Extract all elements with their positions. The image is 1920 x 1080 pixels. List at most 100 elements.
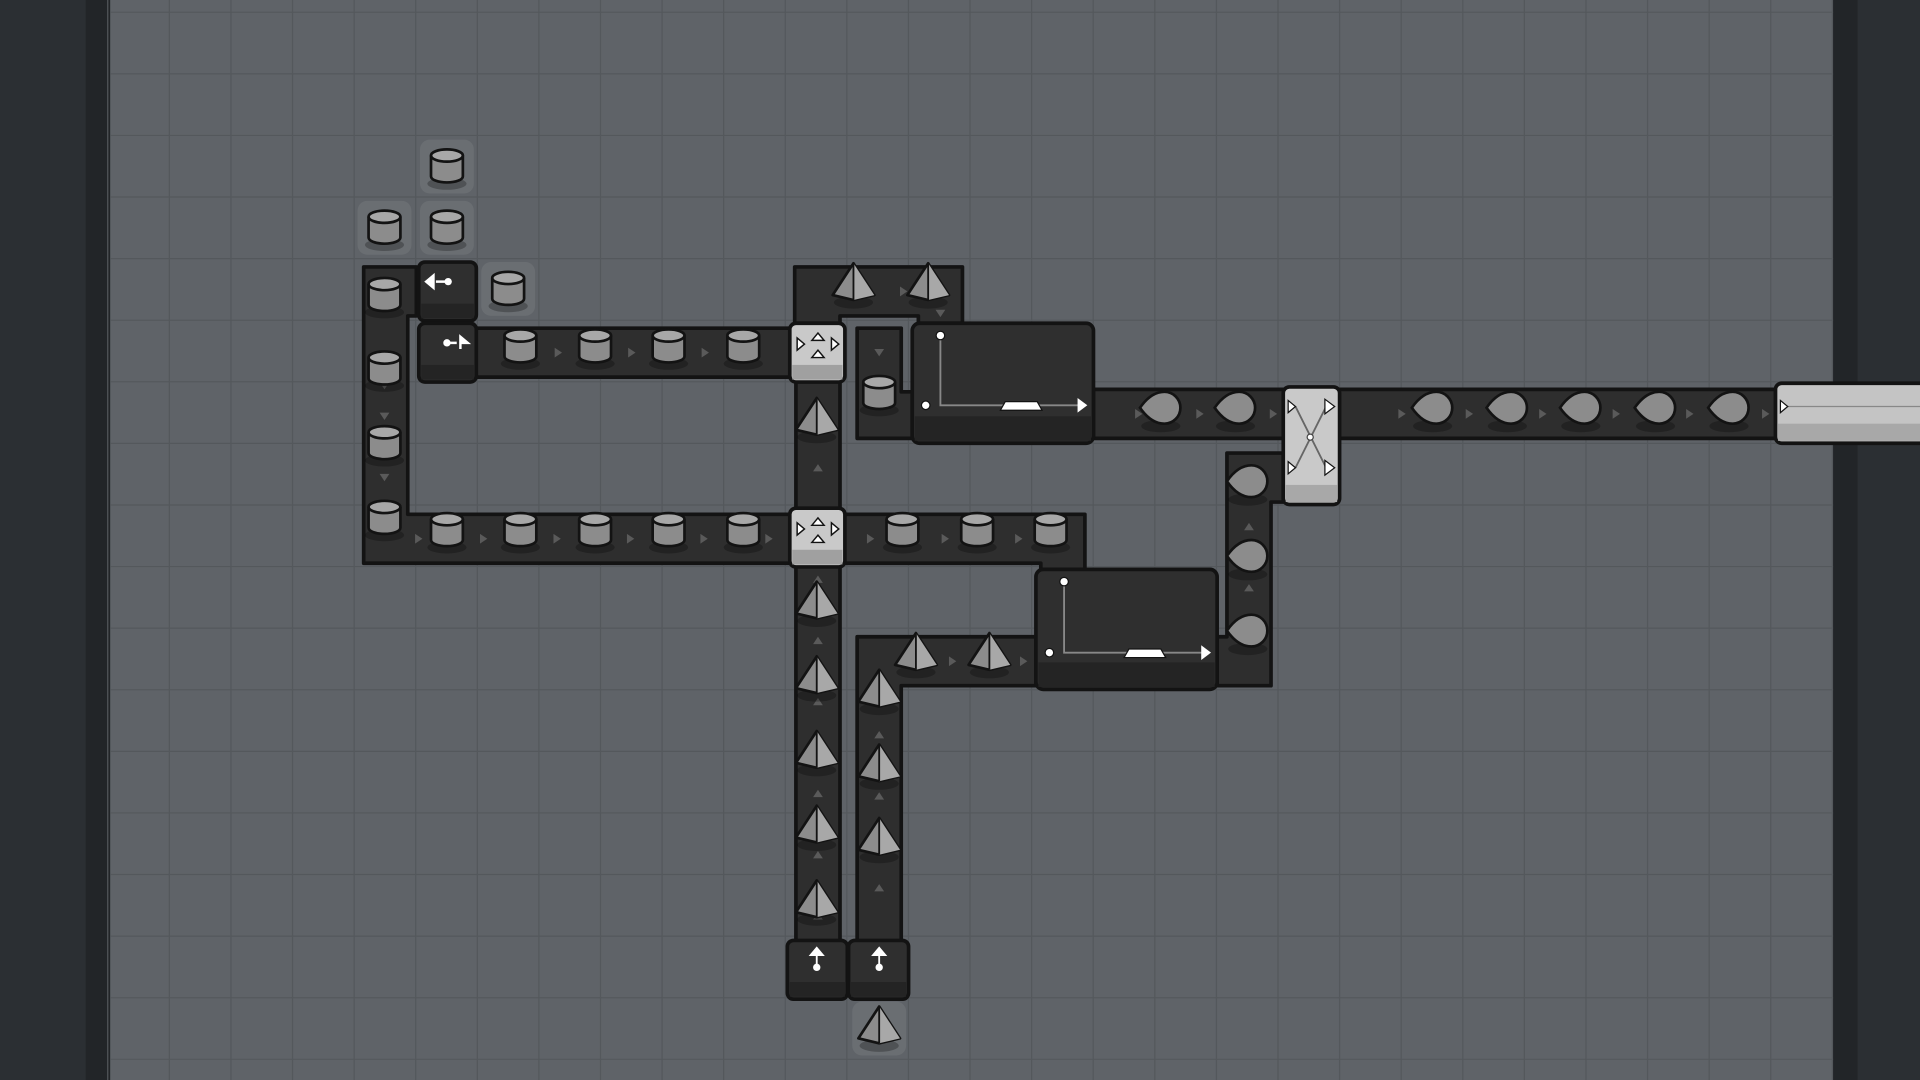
pyramid-item-icon: [893, 631, 939, 679]
belt-arrow-icon: [813, 575, 823, 583]
drop-item-icon: [1633, 390, 1677, 433]
cylinder-item-icon: [723, 328, 763, 370]
belt-arrow-icon: [866, 533, 875, 544]
cylinder-item-icon: [575, 328, 615, 370]
drop-item-icon: [1225, 538, 1269, 581]
cylinder-item-icon: [882, 511, 923, 554]
hub[interactable]: [1773, 381, 1920, 446]
belt-arrow-icon: [874, 731, 885, 739]
belt-arrow-icon: [874, 792, 885, 800]
belt-arrow-icon: [874, 348, 885, 357]
belt-arrow-icon: [948, 656, 957, 667]
rotator-cw[interactable]: [416, 321, 479, 384]
belt-arrow-icon: [900, 286, 908, 297]
cylinder-resource-icon: [427, 209, 467, 252]
belt-arrow-icon: [935, 309, 946, 318]
belt-arrow-icon: [379, 412, 390, 420]
belt-arrow-icon: [626, 533, 635, 544]
belt-arrow-icon: [765, 533, 773, 544]
belt-arrow-icon: [1196, 408, 1204, 419]
belt-arrow-icon: [628, 347, 636, 358]
extractor-1[interactable]: [785, 938, 850, 1002]
splitter-top[interactable]: [787, 321, 847, 384]
belt-arrow-icon: [1269, 408, 1278, 419]
belt-arrow-icon: [700, 533, 708, 544]
cylinder-item-icon: [723, 511, 763, 554]
resource-tiles: [357, 139, 907, 1056]
belt-arrow-icon: [813, 697, 823, 706]
cylinder-item-icon: [500, 511, 540, 554]
belt-arrow-icon: [379, 473, 390, 482]
belt-arrow-icon: [553, 533, 561, 544]
belt-arrow-icon: [1244, 584, 1254, 592]
resource-tile[interactable]: [420, 139, 474, 194]
pyramid-item-icon: [857, 816, 902, 864]
cylinder-item-icon: [648, 328, 689, 370]
drop-item-icon: [1225, 463, 1269, 506]
resource-tile[interactable]: [481, 262, 536, 316]
cylinder-item-icon: [364, 350, 405, 392]
belt-arrow-icon: [701, 347, 709, 358]
extractor-2[interactable]: [846, 938, 911, 1002]
processor-bottom[interactable]: [1034, 567, 1219, 692]
belt-arrow-icon: [1020, 656, 1028, 667]
belt-arrow-icon: [813, 789, 823, 798]
cylinder-item-icon: [364, 499, 405, 542]
cylinder-item-icon: [859, 374, 899, 417]
resource-tile[interactable]: [852, 1001, 907, 1056]
drop-item-icon: [1484, 390, 1529, 433]
rotate-left-icon: [444, 277, 452, 286]
swap-icon: [1287, 397, 1336, 477]
drop-item-icon: [1225, 613, 1269, 656]
splitter-arrows-icon: [796, 516, 840, 544]
resource-tile[interactable]: [420, 200, 474, 255]
rotator-ccw[interactable]: [416, 260, 479, 323]
pyramid-item-icon: [794, 804, 839, 852]
extractor-icon: [875, 963, 883, 972]
pyramid-item-icon: [794, 654, 839, 702]
pyramid-item-icon: [857, 743, 902, 790]
pyramid-item-icon: [906, 261, 951, 309]
processor-top[interactable]: [910, 321, 1096, 446]
pyramid-item-icon: [794, 729, 839, 777]
belt-arrow-icon: [1398, 408, 1406, 419]
cylinder-item-icon: [500, 328, 540, 370]
platform-icon: [1123, 648, 1167, 659]
cylinder-item-icon: [364, 424, 405, 467]
splitter-bottom[interactable]: [787, 506, 847, 569]
cylinder-resource-icon: [427, 148, 467, 190]
belt-arrow-icon: [415, 533, 423, 544]
resource-tile[interactable]: [357, 200, 412, 255]
belt-arrow-icon: [813, 636, 823, 645]
belt-arrow-icon: [554, 347, 563, 358]
drop-item-icon: [1213, 390, 1257, 433]
cylinder-item-icon: [427, 511, 467, 554]
belt-arrow-icon: [813, 464, 823, 472]
pyramid-item-icon: [794, 580, 839, 627]
belt-arrow-icon: [1612, 408, 1620, 419]
drop-item-icon: [1706, 390, 1750, 433]
drop-item-icon: [1138, 390, 1182, 433]
cylinder-item-icon: [575, 511, 615, 554]
pyramid-item-icon: [794, 396, 839, 444]
swapper[interactable]: [1281, 385, 1342, 507]
pyramid-item-icon: [857, 668, 902, 716]
cylinder-item-icon: [648, 511, 689, 554]
belt-arrow-icon: [480, 533, 488, 544]
right-border: [1833, 0, 1858, 1080]
pyramid-resource-icon: [857, 1005, 902, 1052]
belt-direction-arrows: [379, 286, 1770, 920]
cylinder-item-icon: [957, 511, 997, 554]
left-border: [85, 0, 111, 1080]
belt-arrow-icon: [941, 533, 949, 544]
pyramid-item-icon: [794, 879, 839, 926]
belt-arrow-icon: [1015, 533, 1023, 544]
belt-arrow-icon: [1686, 408, 1694, 419]
belt-arrow-icon: [1244, 522, 1254, 531]
belt-arrow-icon: [1762, 408, 1770, 419]
cylinder-item-icon: [1031, 511, 1071, 554]
drop-item-icon: [1410, 390, 1454, 433]
belt-arrow-icon: [1135, 408, 1143, 419]
belt-arrow-icon: [874, 884, 885, 892]
